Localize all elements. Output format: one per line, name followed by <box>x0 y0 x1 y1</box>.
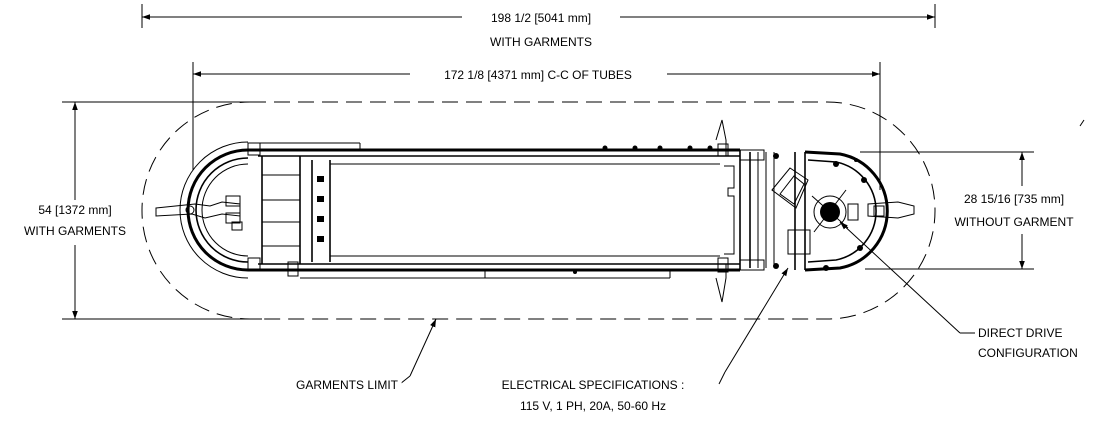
leader-garments-limit <box>399 318 437 385</box>
direct-drive-line2: CONFIGURATION <box>978 346 1078 360</box>
dim-frame-width <box>860 151 1034 270</box>
conveyor-frame <box>155 119 915 303</box>
overall-length-note: WITH GARMENTS <box>490 35 592 49</box>
dim-tube-center <box>192 62 881 190</box>
leader-electrical <box>718 267 789 385</box>
overall-width-value: 54 [1372 mm] <box>38 203 111 217</box>
dim-overall-width <box>62 101 262 320</box>
garments-limit-label: GARMENTS LIMIT <box>296 378 399 392</box>
direct-drive-line1: DIRECT DRIVE <box>978 326 1062 340</box>
dim-overall-length <box>141 4 936 28</box>
leader-direct-drive <box>839 221 976 334</box>
overall-width-note: WITH GARMENTS <box>24 224 126 238</box>
overall-length-value: 198 1/2 [5041 mm] <box>491 11 591 25</box>
garments-limit-outline <box>141 101 936 320</box>
electrical-spec-line2: 115 V, 1 PH, 20A, 50-60 Hz <box>520 399 666 413</box>
frame-width-note: WITHOUT GARMENT <box>954 215 1074 229</box>
tube-center-value: 172 1/8 [4371 mm] C-C OF TUBES <box>444 68 632 82</box>
frame-width-value: 28 15/16 [735 mm] <box>964 192 1064 206</box>
electrical-spec-line1: ELECTRICAL SPECIFICATIONS : <box>502 378 685 392</box>
